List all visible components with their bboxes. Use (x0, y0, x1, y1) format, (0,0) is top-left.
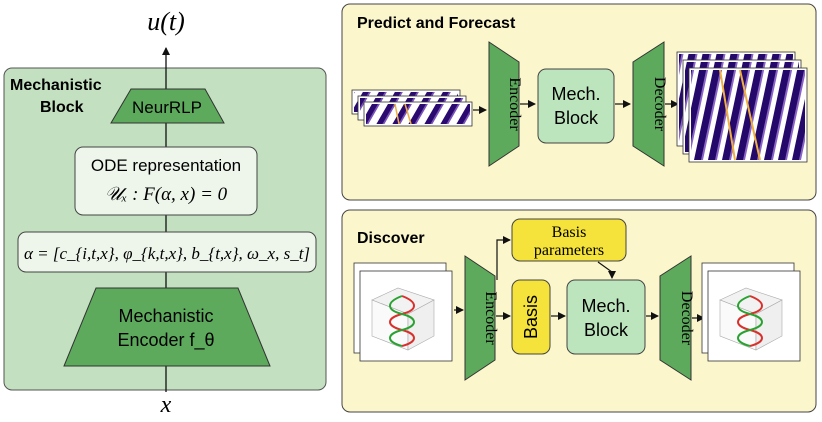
discover-encoder-block: Encoder (464, 255, 499, 381)
mechanistic-block-title-line2: Block (40, 99, 84, 116)
discover-mech-line1: Mech. (581, 296, 630, 316)
basis-params-line1: Basis (552, 224, 587, 241)
input-heatmap-stack (351, 89, 473, 127)
discover-encoder-label: Encoder (482, 291, 499, 345)
predict-mech-line2: Block (554, 108, 599, 128)
basis-label: Basis (521, 295, 541, 339)
predict-mech-block: Mech. Block (537, 68, 615, 144)
predict-mech-line1: Mech. (551, 84, 600, 104)
predict-forecast-title: Predict and Forecast (357, 15, 516, 32)
basis-box: Basis (511, 279, 551, 355)
predict-decoder-label: Decoder (651, 77, 668, 132)
alpha-equation: α = [c_{i,t,x}, φ_{k,t,x}, b_{t,x}, ω_x,… (24, 244, 310, 263)
encoder-label-line1: Mechanistic (118, 306, 213, 326)
discover-title: Discover (357, 230, 425, 247)
predict-decoder-block: Decoder (632, 41, 668, 167)
discover-decoder-block: Decoder (659, 255, 695, 381)
discover-mech-line2: Block (584, 320, 629, 340)
neurlrp-block: NeurRLP (110, 88, 225, 124)
arrow-to-basis-params (496, 236, 511, 280)
input-label: x (160, 392, 172, 417)
output-label: u(t) (147, 7, 185, 36)
output-red-helix-curve (737, 295, 763, 347)
predict-encoder-block: Encoder (488, 41, 523, 167)
ode-equation: 𝒰ₓ : F(α, x) = 0 (105, 184, 228, 205)
alpha-parameter-box: α = [c_{i,t,x}, φ_{k,t,x}, b_{t,x}, ω_x,… (17, 231, 317, 273)
predict-encoder-label: Encoder (506, 77, 523, 131)
basis-params-line2: parameters (534, 242, 604, 259)
output-green-helix-curve (737, 295, 763, 347)
input-3d-plot-stack (353, 262, 453, 362)
discover-mech-block: Mech. Block (566, 279, 646, 355)
green-helix-curve (389, 295, 415, 347)
encoder-label-line2: Encoder f_θ (117, 330, 214, 351)
output-heatmap-stack (676, 51, 808, 163)
neurlrp-label: NeurRLP (132, 98, 202, 117)
red-helix-curve (389, 295, 415, 347)
mechanistic-block-title-line1: Mechanistic (10, 77, 102, 94)
ode-title: ODE representation (91, 156, 241, 175)
mechanistic-encoder-block: Mechanistic Encoder f_θ (63, 287, 271, 367)
arrow-params-to-mech (597, 261, 616, 279)
basis-parameters-box: Basis parameters (511, 218, 627, 262)
ode-representation-box: ODE representation 𝒰ₓ : F(α, x) = 0 (74, 146, 258, 216)
discover-decoder-label: Decoder (678, 291, 695, 346)
output-3d-plot-stack (701, 262, 801, 362)
